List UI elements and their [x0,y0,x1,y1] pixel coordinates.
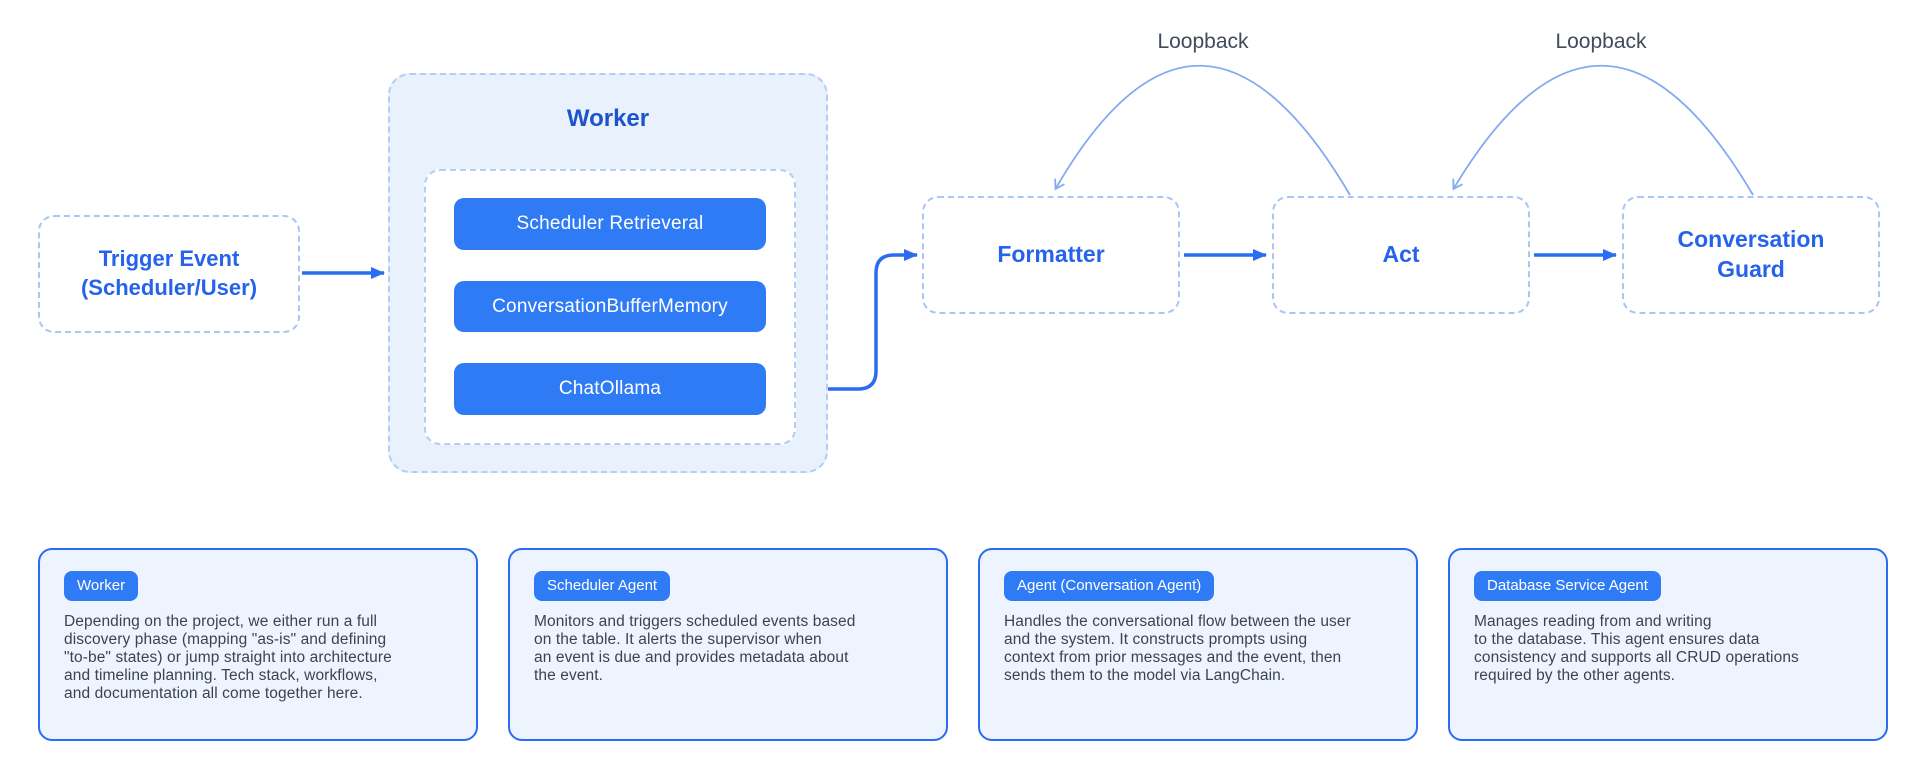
card-scheduler-agent-badge: Scheduler Agent [534,571,671,601]
loopback-label-1: Loopback [1157,30,1249,53]
card-scheduler-agent-body: Monitors and triggers scheduled events b… [534,613,856,684]
node-conversation-guard: Conversation Guard [1622,196,1880,314]
card-worker-badge: Worker [64,571,139,601]
node-formatter: Formatter [922,196,1180,314]
act-label: Act [1382,241,1420,268]
node-act: Act [1272,196,1530,314]
module-chatollama: ChatOllama [454,363,766,416]
card-worker: Worker Depending on the project, we eith… [38,548,478,741]
conversation-guard-label: Conversation Guard [1677,226,1825,282]
card-database-service-agent-body: Manages reading from and writing to the … [1474,613,1799,684]
card-worker-body: Depending on the project, we either run … [64,613,392,702]
node-trigger-event: Trigger Event (Scheduler/User) [38,215,300,333]
module-scheduler-retrieveral: Scheduler Retrieveral [454,198,766,250]
worker-inner-box: Scheduler Retrieveral ConversationBuffer… [424,169,796,445]
card-conversation-agent-body: Handles the conversational flow between … [1004,613,1351,684]
loopback-arc-guard-to-act [1452,64,1754,196]
card-database-service-agent: Database Service Agent Manages reading f… [1448,548,1888,741]
cards-row: Worker Depending on the project, we eith… [38,548,1888,741]
card-conversation-agent-badge: Agent (Conversation Agent) [1004,571,1215,601]
worker-title: Worker [566,105,650,132]
trigger-event-label: Trigger Event (Scheduler/User) [80,246,258,300]
module-conversation-buffer-memory: ConversationBufferMemory [454,280,766,333]
formatter-label: Formatter [997,241,1105,268]
card-scheduler-agent: Scheduler Agent Monitors and triggers sc… [508,548,948,741]
card-database-service-agent-badge: Database Service Agent [1474,571,1661,601]
card-conversation-agent: Agent (Conversation Agent) Handles the c… [978,548,1418,741]
loopback-arc-act-to-formatter [1054,64,1351,196]
loopback-label-2: Loopback [1555,30,1647,53]
worker-container: Worker Scheduler Retrieveral Conversatio… [388,73,828,473]
